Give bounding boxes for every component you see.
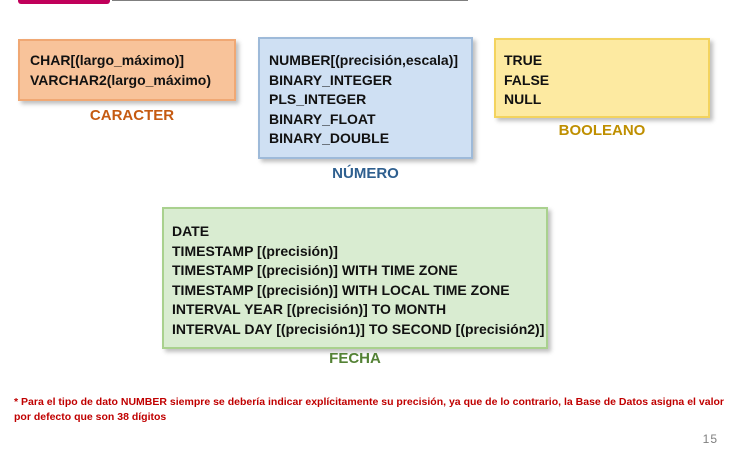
fecha-type-item: INTERVAL YEAR [(precisión)] TO MONTH — [172, 301, 447, 317]
numero-type-item: PLS_INTEGER — [269, 91, 367, 107]
fecha-type-item: TIMESTAMP [(precisión)] WITH LOCAL TIME … — [172, 281, 510, 298]
booleano-types-box: TRUE FALSE NULL — [494, 38, 710, 118]
slide-page-number: 15 — [702, 432, 718, 446]
numero-category-label: NÚMERO — [332, 165, 399, 182]
caracter-type-item: CHAR[(largo_máximo)] — [30, 52, 185, 68]
numero-type-item: BINARY_DOUBLE — [269, 130, 390, 146]
fecha-category-label: FECHA — [329, 350, 381, 367]
booleano-type-item: TRUE — [504, 52, 543, 68]
booleano-category-label: BOOLEANO — [558, 122, 646, 139]
fecha-types-box: DATE TIMESTAMP [(precisión)] TIMESTAMP [… — [162, 207, 548, 349]
fecha-type-item: TIMESTAMP [(precisión)] WITH TIME ZONE — [172, 262, 458, 278]
numero-type-item: BINARY_FLOAT — [269, 110, 376, 127]
fecha-type-item: TIMESTAMP [(precisión)] — [172, 242, 338, 259]
caracter-category-label: CARACTER — [89, 107, 175, 124]
booleano-type-item: NULL — [504, 91, 542, 107]
fecha-type-item: DATE — [172, 223, 210, 239]
header-accent-bar — [18, 0, 110, 4]
booleano-type-item: FALSE — [504, 71, 550, 88]
numero-type-item: NUMBER[(precisión,escala)] — [269, 52, 459, 68]
fecha-type-item: INTERVAL DAY [(precisión1)] TO SECOND [(… — [172, 320, 545, 337]
numero-types-box: NUMBER[(precisión,escala)] BINARY_INTEGE… — [258, 37, 473, 159]
header-divider-line — [112, 0, 468, 1]
numero-type-item: BINARY_INTEGER — [269, 71, 393, 88]
caracter-types-box: CHAR[(largo_máximo)] VARCHAR2(largo_máxi… — [18, 39, 236, 101]
footnote-number-precision: * Para el tipo de dato NUMBER siempre se… — [14, 396, 724, 423]
caracter-type-item: VARCHAR2(largo_máximo) — [30, 71, 211, 88]
